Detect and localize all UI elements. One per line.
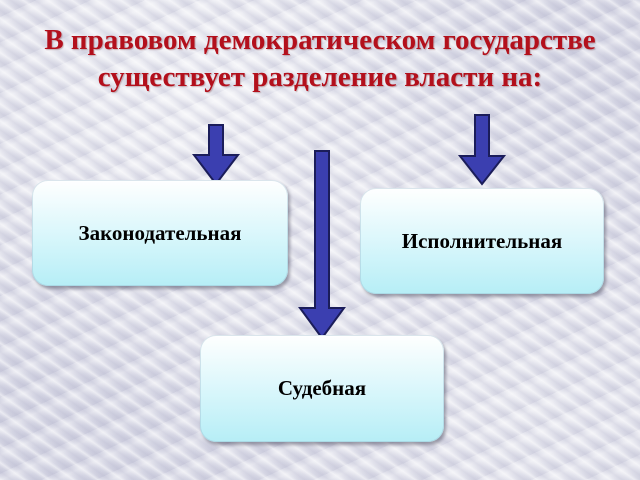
branch-label-judicial: Судебная — [277, 376, 367, 400]
arrow-down-icon-judicial — [298, 150, 346, 340]
branch-label-executive: Исполнительная — [401, 228, 563, 253]
branch-box-judicial: Судебная — [200, 335, 444, 442]
arrow-down-icon-legislative — [191, 124, 241, 186]
arrow-down-icon-executive — [457, 114, 507, 186]
branch-box-executive: Исполнительная — [360, 188, 604, 294]
branch-box-legislative: Законодательная — [32, 180, 288, 286]
branch-label-legislative: Законодательная — [78, 220, 242, 245]
slide-title: В правовом демократическом государстве с… — [44, 24, 596, 93]
